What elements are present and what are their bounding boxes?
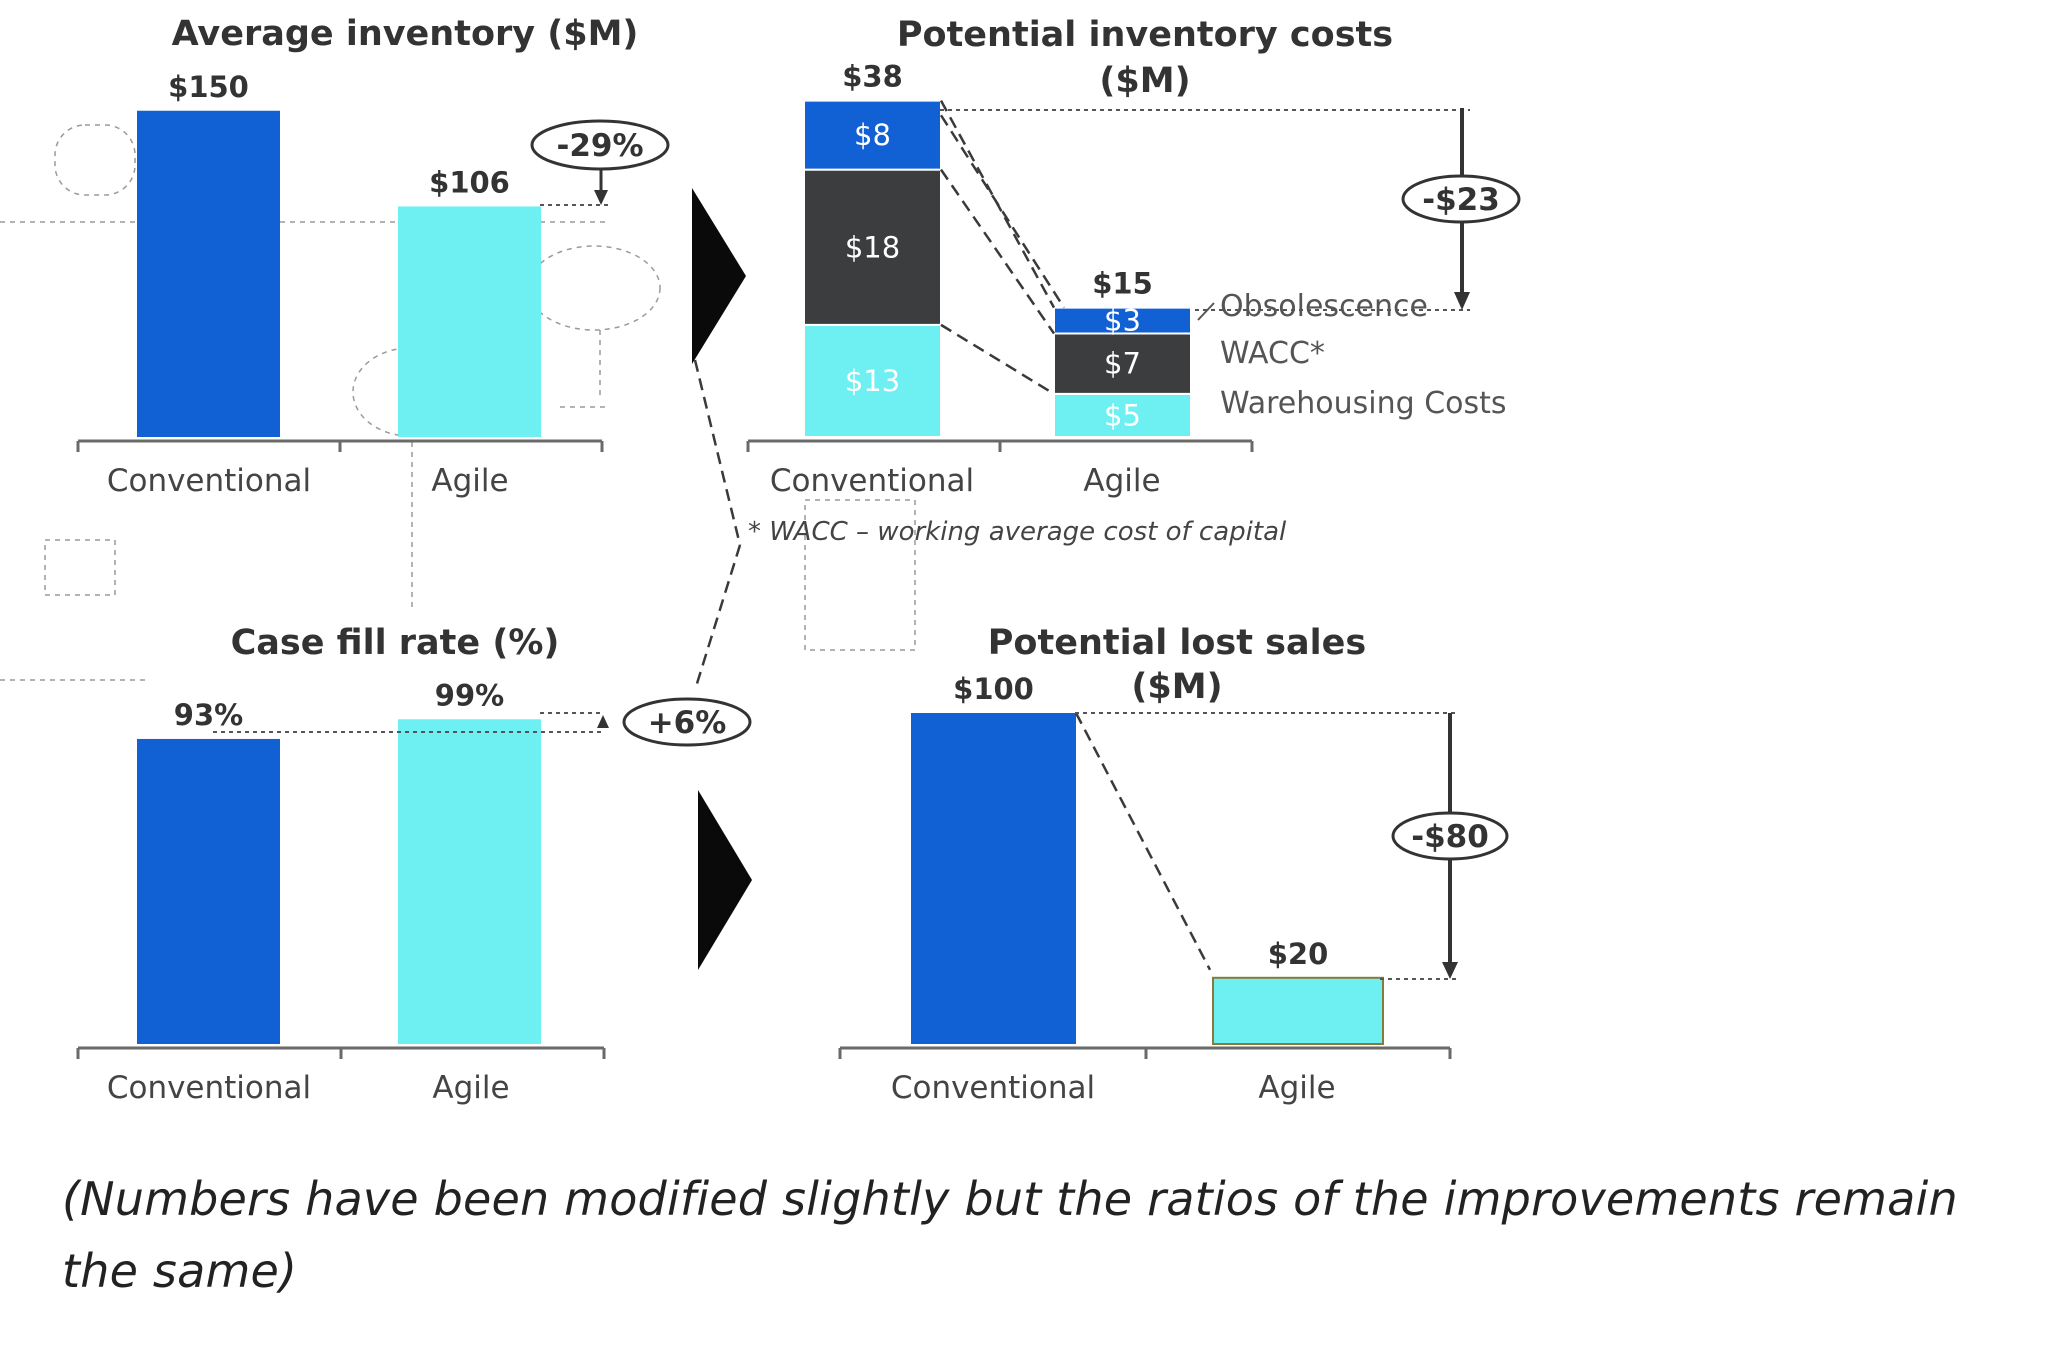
connector-lines xyxy=(693,359,742,691)
category-label: Agile xyxy=(1083,463,1160,499)
bar-value-label: $100 xyxy=(953,672,1034,706)
bar-conventional xyxy=(911,713,1076,1044)
segment-leader-line xyxy=(939,114,1066,309)
avg-inventory-change-label: -29% xyxy=(556,128,643,164)
category-label: Agile xyxy=(432,1070,509,1106)
case-fill-rate-title: Case fill rate (%) xyxy=(231,623,560,663)
legend-warehousing: Warehousing Costs xyxy=(1220,386,1507,421)
stack-segment-wacc- xyxy=(803,168,942,326)
stack-segment-warehousing-costs xyxy=(803,323,942,438)
category-label: Conventional xyxy=(107,1070,311,1106)
segment-value-label: $3 xyxy=(1104,304,1141,338)
bar-value-label: 99% xyxy=(435,678,504,712)
case-fill-rate-change-label: +6% xyxy=(648,705,727,741)
caption-line-1: (Numbers have been modified slightly but… xyxy=(62,1172,1958,1226)
legend-obsolescence: Obsolescence xyxy=(1220,289,1428,324)
stack-segment-obsolescence xyxy=(1053,306,1192,335)
segment-value-label: $18 xyxy=(845,230,900,264)
category-label: Conventional xyxy=(891,1070,1095,1106)
category-label: Conventional xyxy=(107,463,311,499)
lost-sales-title: ($M) xyxy=(1131,667,1222,707)
inventory-costs-title: ($M) xyxy=(1099,61,1190,101)
caption-line-2: the same) xyxy=(62,1244,298,1298)
avg-inventory-title: Average inventory ($M) xyxy=(172,14,639,54)
lost-sales-title: Potential lost sales xyxy=(988,623,1366,663)
stack-segment-obsolescence xyxy=(803,99,942,171)
segment-leader-line xyxy=(939,168,1056,335)
legend-wacc: WACC* xyxy=(1220,336,1325,371)
chevron-arrow-icon xyxy=(698,790,752,970)
inventory-costs-change-badge xyxy=(1401,174,1521,224)
segment-value-label: $13 xyxy=(845,364,900,398)
lost-sales-change-label: -$80 xyxy=(1411,819,1489,855)
segment-value-label: $8 xyxy=(854,118,891,152)
stack-segment-warehousing-costs xyxy=(1053,392,1192,438)
case-fill-rate-chart: Case fill rate (%) 93% 99% Conventional A… xyxy=(76,623,752,1106)
bar-value-label: $106 xyxy=(429,165,510,199)
inventory-costs-change-label: -$23 xyxy=(1422,182,1500,218)
chevron-arrow-icon xyxy=(692,188,746,364)
lost-sales-leader-line xyxy=(1074,712,1212,971)
avg-inventory-change-badge xyxy=(530,119,670,171)
bar-conventional xyxy=(137,738,280,1044)
bar-value-label: 93% xyxy=(174,698,243,732)
category-label: Agile xyxy=(1258,1070,1335,1106)
inventory-costs-title: Potential inventory costs xyxy=(897,15,1393,55)
bar-total-label: $38 xyxy=(842,60,903,94)
category-label: Conventional xyxy=(770,463,974,499)
bar-agile xyxy=(1212,976,1384,1045)
bar-total-label: $15 xyxy=(1092,267,1153,301)
bar-value-label: $20 xyxy=(1268,937,1329,971)
lost-sales-chart: Potential lost sales ($M) $100 $20 Conven… xyxy=(838,623,1509,1106)
segment-value-label: $5 xyxy=(1104,398,1141,432)
stack-segment-wacc- xyxy=(1053,332,1192,395)
bar-value-label: $150 xyxy=(168,70,249,104)
case-fill-rate-change-badge xyxy=(622,697,752,747)
segment-value-label: $7 xyxy=(1104,347,1141,381)
bar-conventional xyxy=(137,110,280,437)
lost-sales-change-badge xyxy=(1391,811,1509,861)
segment-leader-line xyxy=(940,323,1055,395)
avg-inventory-chart: Average inventory ($M) $150 $106 Conventi… xyxy=(76,14,670,499)
bar-agile xyxy=(398,206,541,437)
inventory-costs-chart: Potential inventory costs ($M) $13 $18 $8 $… xyxy=(746,15,1521,547)
category-label: Agile xyxy=(431,463,508,499)
bar-agile xyxy=(398,719,541,1044)
wacc-footnote: * WACC – working average cost of capital xyxy=(748,517,1287,547)
